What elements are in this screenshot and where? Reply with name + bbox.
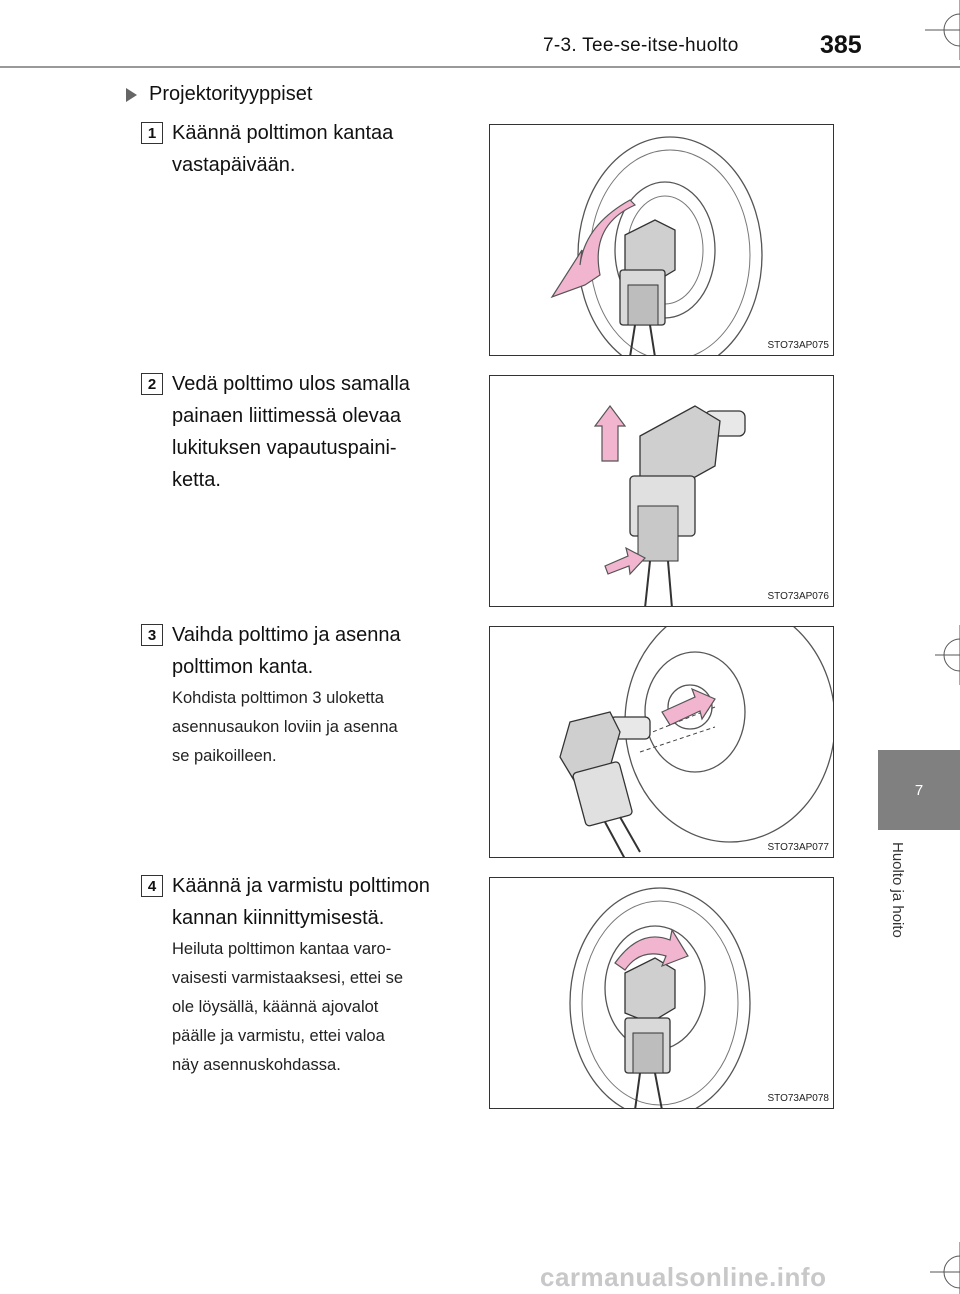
step-4-text: Käännä ja varmistu polttimon kannan kiin… [172, 870, 470, 934]
step-2-line: lukituksen vapautuspaini- [172, 437, 397, 459]
step-3-line: Vaihda polttimo ja asenna [172, 624, 401, 646]
step-4-line: kannan kiinnittymisestä. [172, 907, 385, 929]
step-4-line: Käännä ja varmistu polttimon [172, 875, 430, 897]
figure-code: STO73AP077 [767, 842, 829, 853]
step-number-4: 4 [141, 875, 163, 897]
step-3-text: Vaihda polttimo ja asenna polttimon kant… [172, 619, 470, 683]
step-2-line: Vedä polttimo ulos samalla [172, 373, 410, 395]
procedure-heading-text: Projektorityyppiset [149, 83, 313, 105]
figure-step-1: STO73AP075 [489, 124, 834, 356]
figure-code: STO73AP076 [767, 591, 829, 602]
bulb-rotate-ccw-illustration [550, 136, 763, 355]
step-4-note-line: vaisesti varmistaaksesi, ettei se [172, 969, 404, 987]
step-number-3: 3 [141, 624, 163, 646]
chapter-number: 7 [914, 781, 924, 799]
watermark: carmanualsonline.info [540, 1262, 827, 1292]
bulb-pull-out-illustration [593, 405, 746, 606]
step-2-line: painaen liittimessä olevaa [172, 405, 402, 427]
crop-mark-bottom-right [930, 1242, 960, 1294]
step-1-text: Käännä polttimon kantaa vastapäivään. [172, 117, 470, 181]
figure-code: STO73AP078 [767, 1093, 829, 1104]
step-3-note-line: se paikoilleen. [172, 747, 277, 765]
step-3-note: Kohdista polttimon 3 uloketta asennusauk… [172, 684, 470, 771]
step-3-note-line: Kohdista polttimon 3 uloketta [172, 689, 384, 707]
step-3-line: polttimon kanta. [172, 656, 314, 678]
section-title: 7-3. Tee-se-itse-huolto [543, 35, 739, 56]
crop-mark-top-right [925, 0, 960, 60]
figure-code: STO73AP075 [767, 340, 829, 351]
bulb-rotate-cw-illustration [569, 887, 751, 1108]
header-divider [0, 66, 960, 68]
step-4-note-line: Heiluta polttimon kantaa varo- [172, 940, 392, 958]
bullet-triangle-icon [126, 87, 137, 102]
figure-step-3: STO73AP077 [489, 626, 834, 858]
step-4-note-line: päälle ja varmistu, ettei valoa [172, 1027, 385, 1045]
step-2-line: ketta. [172, 469, 221, 491]
step-1-line: vastapäivään. [172, 154, 296, 176]
step-4-note-line: ole löysällä, käännä ajovalot [172, 998, 379, 1016]
bulb-insert-illustration [559, 627, 833, 857]
figure-step-2: STO73AP076 [489, 375, 834, 607]
procedure-heading: Projektorityyppiset [126, 83, 312, 106]
step-2-text: Vedä polttimo ulos samalla painaen liitt… [172, 368, 470, 496]
step-number-2: 2 [141, 373, 163, 395]
step-4-note-line: näy asennuskohdassa. [172, 1056, 341, 1074]
step-3-note-line: asennusaukon loviin ja asenna [172, 718, 398, 736]
step-1-line: Käännä polttimon kantaa [172, 122, 394, 144]
crop-mark-middle-right [935, 625, 960, 685]
chapter-tab: 7 [878, 750, 960, 830]
chapter-label: Huolto ja hoito [889, 842, 906, 938]
step-4-note: Heiluta polttimon kantaa varo- vaisesti … [172, 935, 470, 1080]
step-number-1: 1 [141, 122, 163, 144]
figure-step-4: STO73AP078 [489, 877, 834, 1109]
page-number: 385 [820, 31, 862, 59]
